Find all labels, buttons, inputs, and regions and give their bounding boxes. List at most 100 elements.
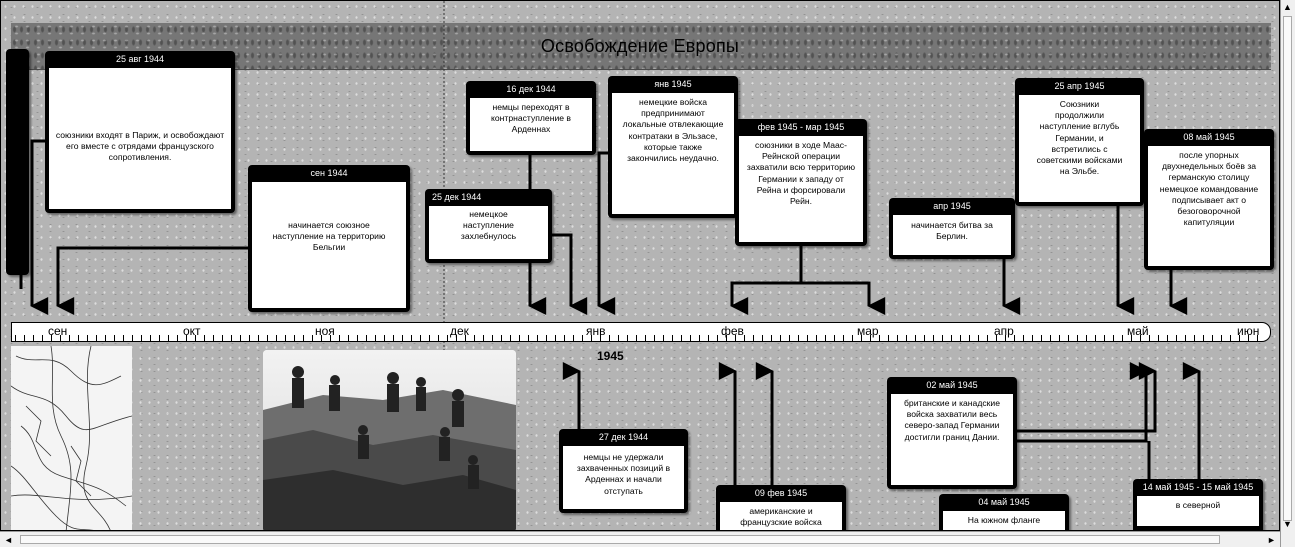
axis-tick — [384, 335, 385, 341]
axis-tick — [717, 335, 718, 341]
axis-tick — [942, 335, 943, 341]
axis-tick — [1212, 335, 1213, 341]
axis-tick — [933, 335, 934, 341]
axis-tick — [546, 335, 547, 341]
event-card-offscreen[interactable] — [6, 49, 29, 275]
axis-tick — [852, 335, 853, 341]
event-card-febmar[interactable]: фев 1945 - мар 1945 союзники в ходе Маас… — [735, 119, 867, 246]
axis-tick — [582, 335, 583, 341]
event-card-25dec[interactable]: 25 дек 1944 немецкое наступление захлебн… — [425, 189, 552, 263]
axis-tick — [960, 335, 961, 341]
scroll-right-button[interactable]: ► — [1267, 535, 1276, 545]
event-card-14may[interactable]: 14 май 1945 - 15 май 1945 в северной — [1133, 479, 1263, 530]
axis-tick — [1032, 335, 1033, 341]
axis-tick — [1221, 335, 1222, 341]
connector-25aug — [30, 139, 49, 315]
event-date: 14 май 1945 - 15 май 1945 — [1142, 482, 1254, 492]
horizontal-scroll-thumb[interactable] — [20, 535, 1220, 544]
axis-tick — [1203, 335, 1204, 341]
axis-tick — [1095, 335, 1096, 341]
event-card-08may[interactable]: 08 май 1945 после упорных двухнедельных … — [1144, 129, 1274, 270]
event-card-27dec[interactable]: 27 дек 1944 немцы не удержали захваченны… — [559, 429, 688, 513]
axis-tick — [15, 335, 16, 341]
axis-tick — [1077, 335, 1078, 341]
axis-tick — [213, 335, 214, 341]
month-label-jun: июн — [1237, 324, 1260, 338]
axis-tick — [87, 335, 88, 341]
event-card-02may[interactable]: 02 май 1945 британские и канадские войск… — [887, 377, 1017, 489]
axis-tick — [240, 335, 241, 341]
axis-tick — [456, 335, 457, 341]
axis-tick — [672, 335, 673, 341]
axis-tick — [1176, 335, 1177, 341]
event-text: союзники в ходе Маас-Рейнской операции з… — [739, 136, 863, 242]
map-image[interactable] — [11, 346, 132, 530]
axis-tick — [105, 335, 106, 341]
event-card-25apr[interactable]: 25 апр 1945 Союзники продолжили наступле… — [1015, 78, 1144, 206]
axis-tick — [222, 335, 223, 341]
axis-tick — [690, 335, 691, 341]
axis-tick — [357, 335, 358, 341]
timeline-canvas: Освобождение Европы — [0, 0, 1280, 531]
vertical-scroll-thumb[interactable] — [1283, 16, 1292, 521]
event-card-sep[interactable]: сен 1944 начинается союзное наступление … — [248, 165, 410, 312]
axis-tick — [753, 335, 754, 341]
month-label-jan: янв — [586, 324, 606, 338]
event-text: немцы переходят в контрнаступление в Ард… — [470, 98, 592, 151]
month-label-dec: дек — [450, 324, 469, 338]
event-text: американские и французские войска — [720, 502, 842, 530]
axis-tick — [510, 335, 511, 341]
event-date: 25 авг 1944 — [115, 54, 165, 64]
scroll-down-button[interactable]: ▼ — [1283, 519, 1292, 529]
axis-tick — [1248, 335, 1249, 341]
axis-tick — [906, 335, 907, 341]
axis-tick — [798, 335, 799, 341]
soldiers-photo[interactable] — [263, 350, 516, 530]
axis-tick — [726, 335, 727, 341]
axis-tick — [330, 335, 331, 341]
axis-tick — [762, 335, 763, 341]
axis-tick — [861, 335, 862, 341]
event-text: начинается союзное наступление на террит… — [252, 182, 406, 308]
axis-tick — [96, 335, 97, 341]
axis-tick — [123, 335, 124, 341]
event-date: 27 дек 1944 — [598, 432, 649, 442]
event-card-apr[interactable]: апр 1945 начинается битва за Берлин. — [889, 198, 1015, 259]
axis-tick — [1257, 335, 1258, 341]
axis-tick — [843, 335, 844, 341]
vertical-scrollbar[interactable]: ▲ ▼ — [1280, 0, 1295, 547]
event-card-25aug[interactable]: 25 авг 1944 союзники входят в Париж, и о… — [45, 51, 235, 213]
scroll-up-button[interactable]: ▲ — [1283, 2, 1292, 12]
event-text: немцы не удержали захваченных позиций в … — [563, 446, 684, 509]
axis-tick — [807, 335, 808, 341]
event-card-jan[interactable]: янв 1945 немецкие войска предпринимают л… — [608, 76, 738, 218]
event-date: янв 1945 — [654, 79, 692, 89]
axis-tick — [429, 335, 430, 341]
event-date: 02 май 1945 — [926, 380, 978, 390]
scroll-left-button[interactable]: ◄ — [4, 535, 13, 545]
axis-tick — [987, 335, 988, 341]
axis-tick — [744, 335, 745, 341]
axis-tick — [771, 335, 772, 341]
axis-tick — [897, 335, 898, 341]
axis-tick — [978, 335, 979, 341]
event-card-09feb[interactable]: 09 фев 1945 американские и французские в… — [716, 485, 846, 530]
axis-tick — [996, 335, 997, 341]
event-text: Союзники продолжили наступление вглубь Г… — [1019, 95, 1140, 202]
axis-tick — [600, 335, 601, 341]
event-date: 16 дек 1944 — [506, 84, 556, 94]
event-text: На южном фланге — [943, 511, 1065, 530]
event-card-16dec[interactable]: 16 дек 1944 немцы переходят в контрнасту… — [466, 81, 596, 155]
horizontal-scrollbar[interactable]: ◄ ► — [0, 531, 1280, 547]
axis-tick — [1014, 335, 1015, 341]
axis-tick — [627, 335, 628, 341]
axis-tick — [375, 335, 376, 341]
event-card-04may[interactable]: 04 май 1945 На южном фланге — [939, 494, 1069, 530]
axis-tick — [150, 335, 151, 341]
axis-tick — [312, 335, 313, 341]
axis-tick — [528, 335, 529, 341]
month-label-apr: апр — [994, 324, 1014, 338]
axis-tick — [1149, 335, 1150, 341]
axis-tick — [663, 335, 664, 341]
event-date: 25 апр 1945 — [1054, 81, 1105, 91]
